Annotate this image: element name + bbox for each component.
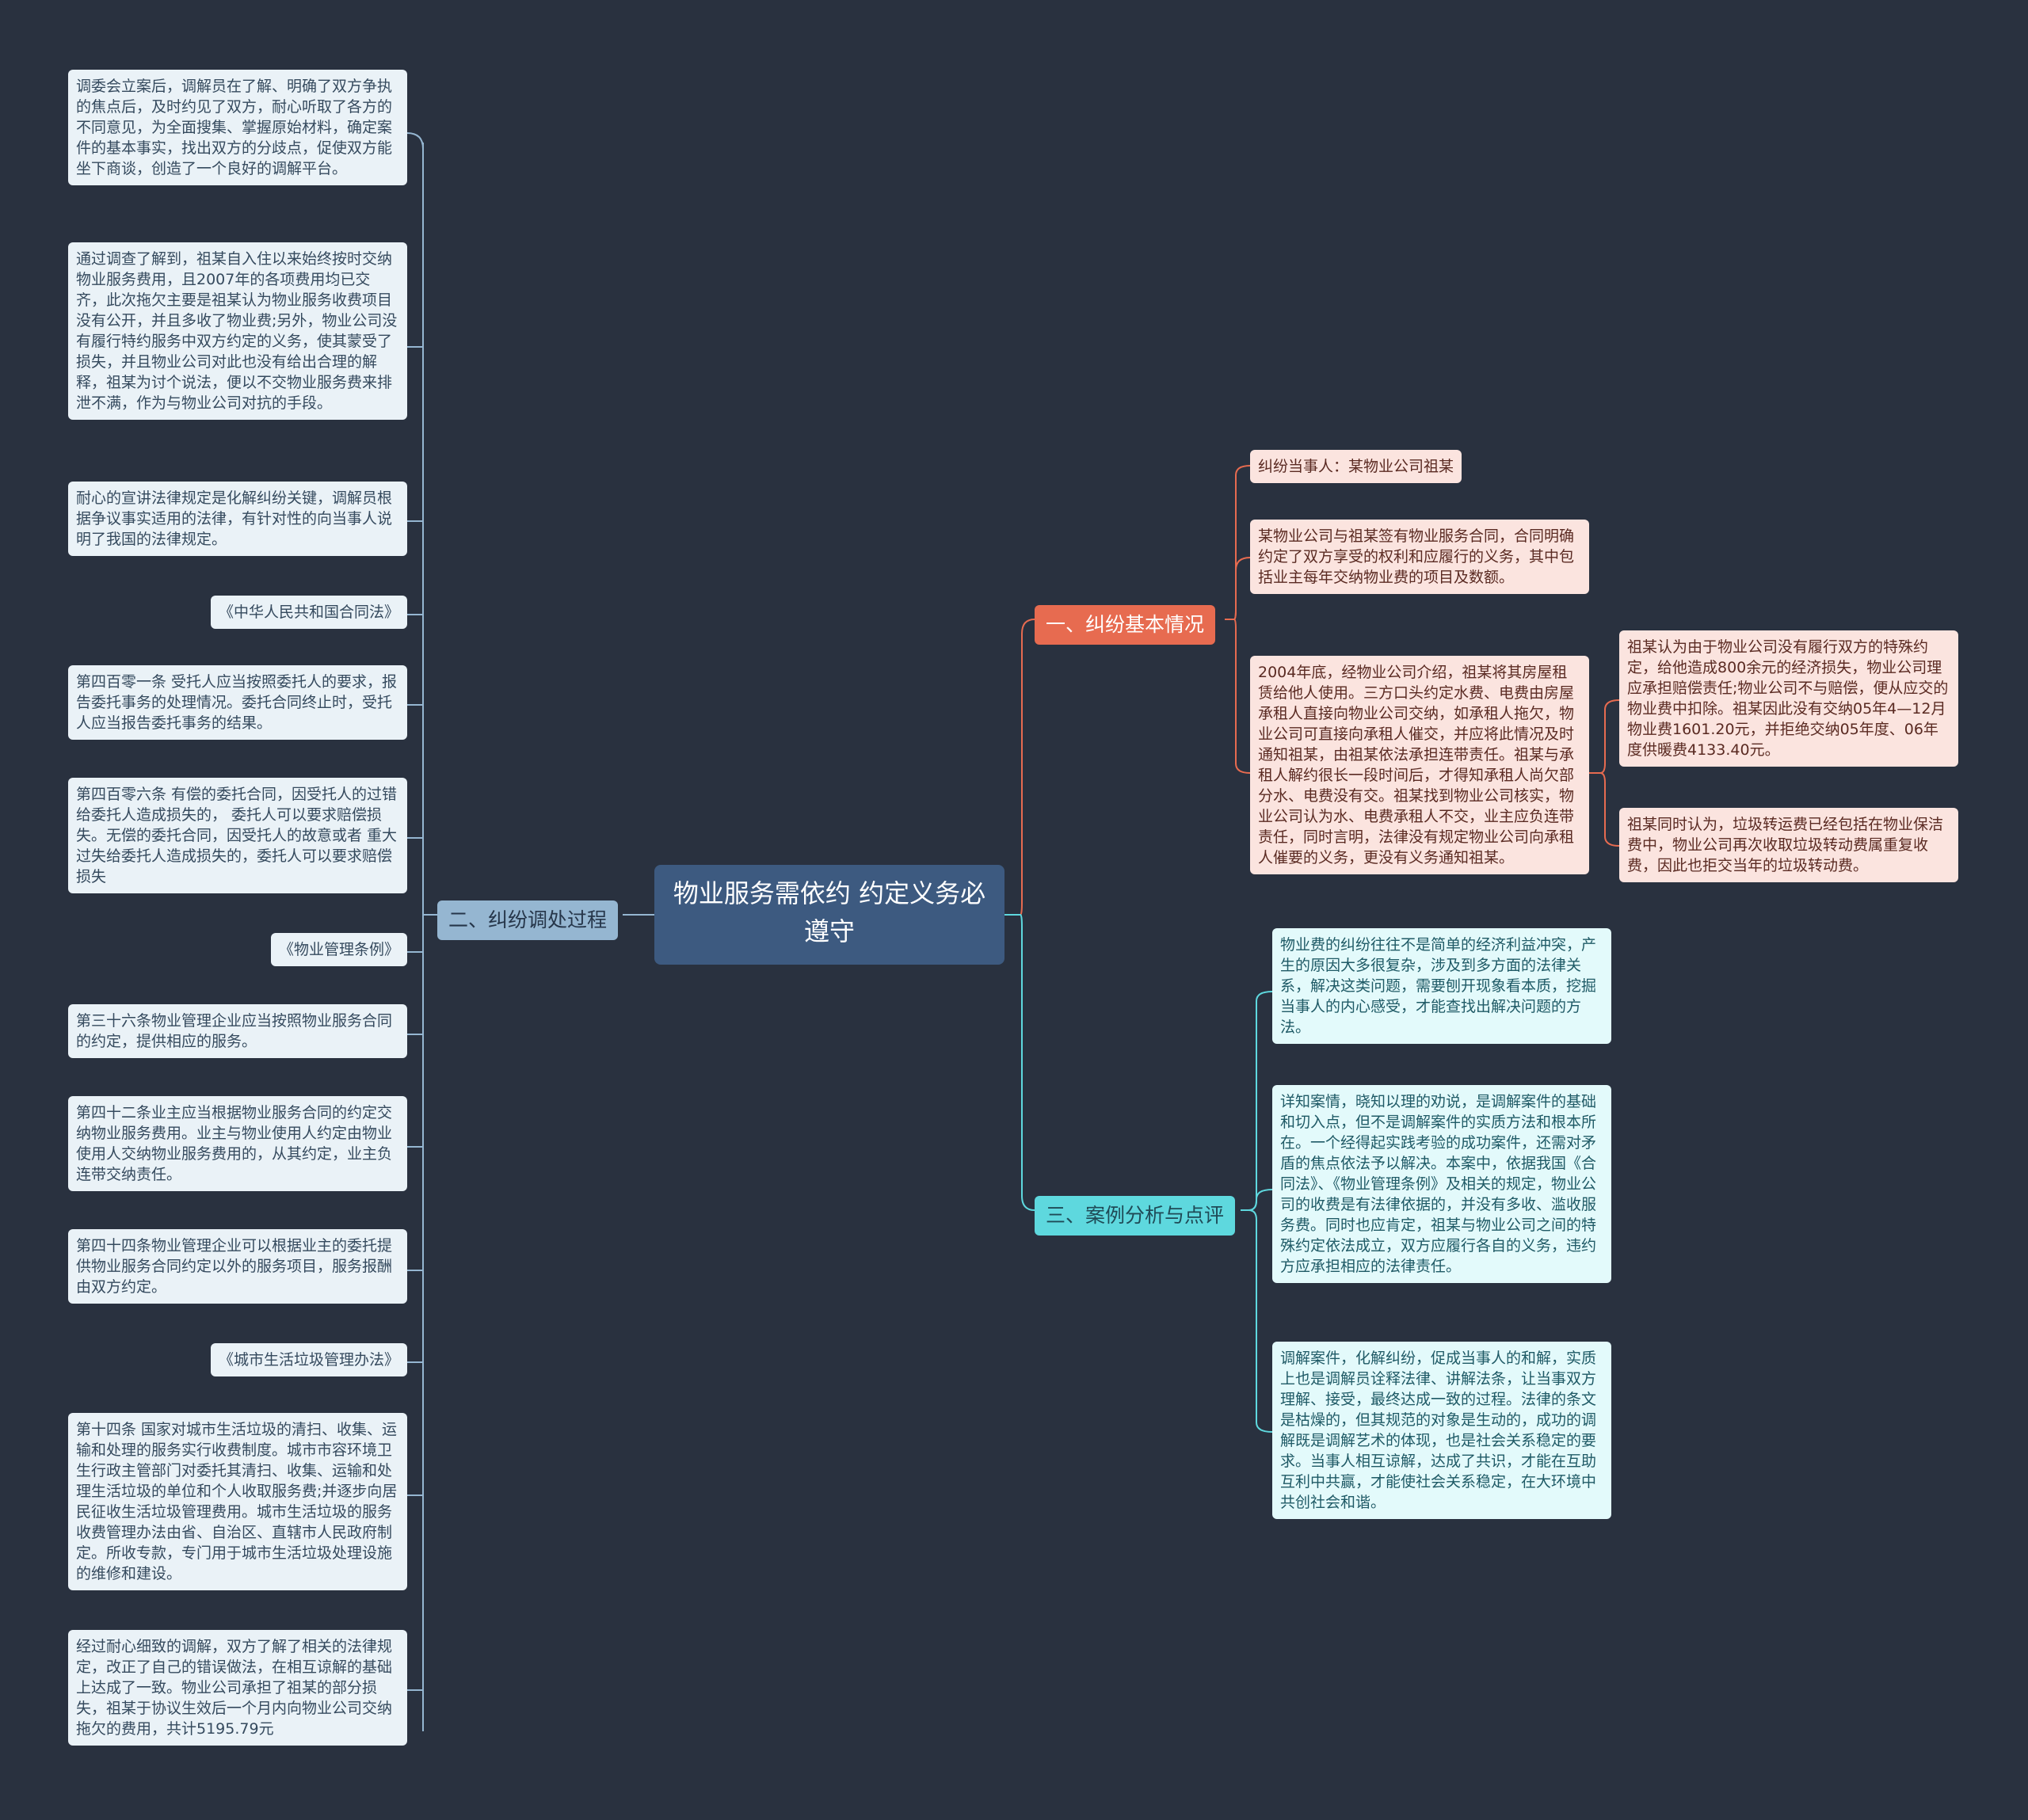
leaf-text: 物业费的纠纷往往不是简单的经济利益冲突，产生的原因大多很复杂，涉及到多方面的法律…	[1280, 936, 1597, 1036]
root-title: 物业服务需依约 约定义务必遵守	[673, 878, 986, 946]
leaf-text: 详知案情，晓知以理的劝说，是调解案件的基础和切入点，但不是调解案件的实质方法和根…	[1280, 1093, 1597, 1275]
leaf-zu-claim-1[interactable]: 祖某认为由于物业公司没有履行双方的特殊约定，给他造成800余元的经济损失，物业公…	[1619, 630, 1958, 767]
leaf-text: 第四十二条业主应当根据物业服务合同的约定交纳物业服务费用。业主与物业使用人约定由…	[76, 1104, 393, 1183]
leaf-analysis-2[interactable]: 详知案情，晓知以理的劝说，是调解案件的基础和切入点，但不是调解案件的实质方法和根…	[1272, 1085, 1611, 1283]
leaf-mediation-2[interactable]: 通过调查了解到，祖某自入住以来始终按时交纳物业服务费用，且2007年的各项费用均…	[68, 242, 407, 420]
branch-mediation-process[interactable]: 二、纠纷调处过程	[437, 900, 619, 940]
leaf-mediation-3[interactable]: 耐心的宣讲法律规定是化解纠纷关键，调解员根据争议事实适用的法律，有针对性的向当事…	[68, 482, 407, 556]
leaf-article-406[interactable]: 第四百零六条 有偿的委托合同，因受托人的过错给委托人造成损失的， 委托人可以要求…	[68, 778, 407, 893]
leaf-text: 2004年底，经物业公司介绍，祖某将其房屋租赁给他人使用。三方口头约定水费、电费…	[1258, 664, 1575, 866]
leaf-text: 《物业管理条例》	[278, 941, 399, 958]
leaf-text: 第三十六条物业管理企业应当按照物业服务合同的约定，提供相应的服务。	[76, 1012, 393, 1050]
leaf-text: 某物业公司与祖某签有物业服务合同，合同明确约定了双方享受的权利和应履行的义务，其…	[1258, 527, 1575, 586]
leaf-text: 第四百零六条 有偿的委托合同，因受托人的过错给委托人造成损失的， 委托人可以要求…	[76, 786, 398, 885]
leaf-contract[interactable]: 某物业公司与祖某签有物业服务合同，合同明确约定了双方享受的权利和应履行的义务，其…	[1250, 520, 1589, 594]
leaf-article-36[interactable]: 第三十六条物业管理企业应当按照物业服务合同的约定，提供相应的服务。	[68, 1004, 407, 1058]
leaf-law-contract[interactable]: 《中华人民共和国合同法》	[210, 596, 407, 629]
leaf-mediation-1[interactable]: 调委会立案后，调解员在了解、明确了双方争执的焦点后，及时约见了双方，耐心听取了各…	[68, 70, 407, 185]
leaf-zu-claim-2[interactable]: 祖某同时认为，垃圾转运费已经包括在物业保洁费中，物业公司再次收取垃圾转动费属重复…	[1619, 808, 1958, 882]
leaf-text: 经过耐心细致的调解，双方了解了相关的法律规定，改正了自己的错误做法，在相互谅解的…	[76, 1638, 393, 1738]
leaf-text: 祖某认为由于物业公司没有履行双方的特殊约定，给他造成800余元的经济损失，物业公…	[1627, 638, 1949, 759]
branch-label: 二、纠纷调处过程	[448, 908, 608, 931]
leaf-law-garbage[interactable]: 《城市生活垃圾管理办法》	[210, 1343, 407, 1376]
branch-basic-situation[interactable]: 一、纠纷基本情况	[1035, 605, 1216, 645]
leaf-analysis-3[interactable]: 调解案件，化解纠纷，促成当事人的和解，实质上也是调解员诠释法律、讲解法条，让当事…	[1272, 1342, 1611, 1519]
leaf-text: 调解案件，化解纠纷，促成当事人的和解，实质上也是调解员诠释法律、讲解法条，让当事…	[1280, 1350, 1597, 1511]
leaf-background[interactable]: 2004年底，经物业公司介绍，祖某将其房屋租赁给他人使用。三方口头约定水费、电费…	[1250, 656, 1589, 874]
leaf-text: 耐心的宣讲法律规定是化解纠纷关键，调解员根据争议事实适用的法律，有针对性的向当事…	[76, 489, 393, 548]
leaf-text: 纠纷当事人：某物业公司祖某	[1258, 458, 1454, 475]
branch-label: 一、纠纷基本情况	[1046, 613, 1205, 636]
leaf-text: 通过调查了解到，祖某自入住以来始终按时交纳物业服务费用，且2007年的各项费用均…	[76, 250, 398, 412]
leaf-text: 第十四条 国家对城市生活垃圾的清扫、收集、运输和处理的服务实行收费制度。城市市容…	[76, 1421, 398, 1582]
leaf-text: 《城市生活垃圾管理办法》	[218, 1351, 399, 1369]
leaf-parties[interactable]: 纠纷当事人：某物业公司祖某	[1250, 450, 1462, 483]
leaf-article-42[interactable]: 第四十二条业主应当根据物业服务合同的约定交纳物业服务费用。业主与物业使用人约定由…	[68, 1096, 407, 1191]
leaf-law-property[interactable]: 《物业管理条例》	[270, 933, 407, 966]
branch-label: 三、案例分析与点评	[1046, 1204, 1225, 1227]
leaf-text: 祖某同时认为，垃圾转运费已经包括在物业保洁费中，物业公司再次收取垃圾转动费属重复…	[1627, 816, 1944, 874]
leaf-article-14[interactable]: 第十四条 国家对城市生活垃圾的清扫、收集、运输和处理的服务实行收费制度。城市市容…	[68, 1413, 407, 1590]
leaf-mediation-result[interactable]: 经过耐心细致的调解，双方了解了相关的法律规定，改正了自己的错误做法，在相互谅解的…	[68, 1630, 407, 1746]
branch-case-analysis[interactable]: 三、案例分析与点评	[1035, 1196, 1236, 1236]
leaf-text: 《中华人民共和国合同法》	[218, 603, 399, 621]
leaf-text: 调委会立案后，调解员在了解、明确了双方争执的焦点后，及时约见了双方，耐心听取了各…	[76, 78, 393, 177]
leaf-article-401[interactable]: 第四百零一条 受托人应当按照委托人的要求，报告委托事务的处理情况。委托合同终止时…	[68, 665, 407, 740]
leaf-text: 第四十四条物业管理企业可以根据业主的委托提供物业服务合同约定以外的服务项目，服务…	[76, 1237, 393, 1296]
root-topic[interactable]: 物业服务需依约 约定义务必遵守	[654, 865, 1004, 965]
leaf-article-44[interactable]: 第四十四条物业管理企业可以根据业主的委托提供物业服务合同约定以外的服务项目，服务…	[68, 1229, 407, 1304]
leaf-text: 第四百零一条 受托人应当按照委托人的要求，报告委托事务的处理情况。委托合同终止时…	[76, 673, 398, 732]
leaf-analysis-1[interactable]: 物业费的纠纷往往不是简单的经济利益冲突，产生的原因大多很复杂，涉及到多方面的法律…	[1272, 928, 1611, 1044]
